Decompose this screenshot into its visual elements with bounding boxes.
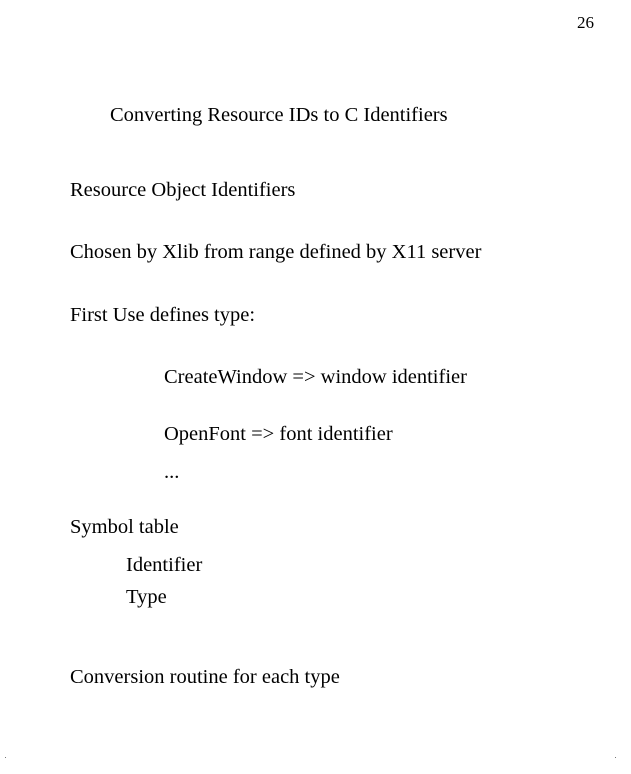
example-line: CreateWindow => window identifier: [164, 366, 467, 388]
example-ellipsis: ...: [164, 461, 180, 483]
symbol-table-heading: Symbol table: [70, 516, 179, 538]
page-number: 26: [577, 13, 594, 32]
corner-mark: [5, 757, 6, 758]
text-line: Resource Object Identifiers: [70, 179, 296, 201]
conversion-line: Conversion routine for each type: [70, 666, 340, 688]
example-line: OpenFont => font identifier: [164, 423, 393, 445]
text-line: First Use defines type:: [70, 304, 256, 326]
page-title: Converting Resource IDs to C Identifiers: [110, 104, 448, 126]
symbol-table-item: Identifier: [126, 554, 203, 576]
symbol-table-item: Type: [126, 586, 167, 608]
corner-mark: [615, 757, 616, 758]
text-line: Chosen by Xlib from range defined by X11…: [70, 241, 482, 263]
